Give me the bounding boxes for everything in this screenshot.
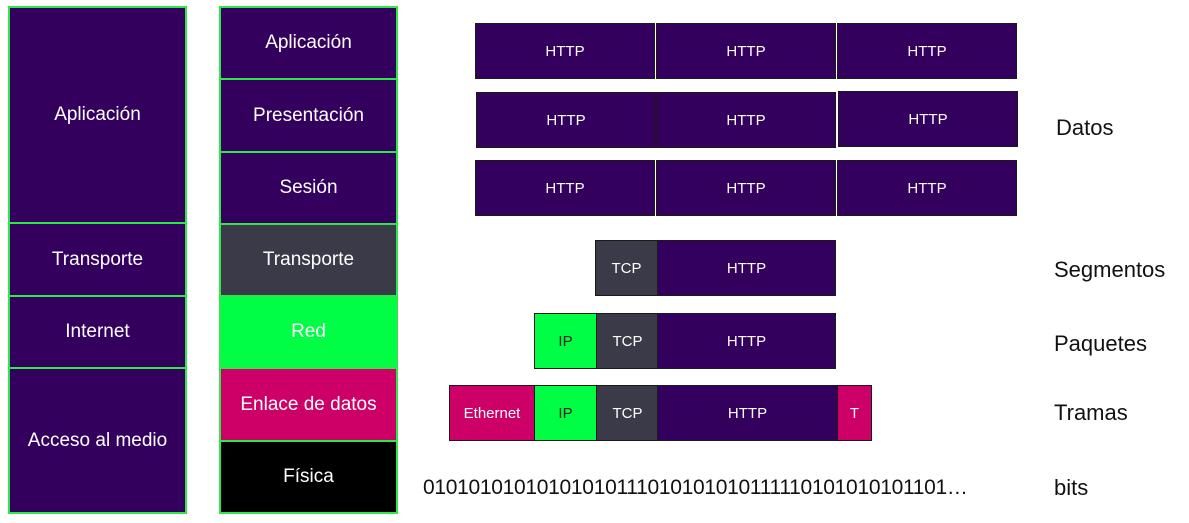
bit-stream: 0101010101010101011101010101011111010101… <box>423 476 968 499</box>
http-cell: HTTP <box>838 91 1018 147</box>
pdu-name-packets: Paquetes <box>1054 331 1147 356</box>
http-cell: HTTP <box>656 92 836 148</box>
osi-layer-presentation-label: Presentación <box>253 104 364 126</box>
osi-layer-physical: Física <box>219 440 398 514</box>
osi-layer-session-label: Sesión <box>279 177 338 198</box>
osi-layer-application-label: Aplicación <box>265 32 352 53</box>
tcpip-layer-internet: Internet <box>8 295 187 369</box>
http-cell: HTTP <box>657 385 838 441</box>
tcp-header-cell: TCP <box>596 313 659 369</box>
http-cell: HTTP <box>657 313 836 369</box>
ethernet-trailer-cell: T <box>837 385 872 441</box>
osi-layer-transport: Transporte <box>219 223 398 297</box>
osi-layer-datalink-label: Enlace de datos <box>240 393 377 415</box>
osi-layer-physical-label: Física <box>283 466 334 487</box>
pdu-name-frames: Tramas <box>1054 400 1128 425</box>
ip-header-cell: IP <box>534 313 597 369</box>
http-cell: HTTP <box>476 92 656 148</box>
osi-layer-network-label: Red <box>291 321 326 342</box>
ethernet-header-cell: Ethernet <box>449 385 535 441</box>
tcpip-layer-access-label: Acceso al medio <box>27 429 168 451</box>
tcpip-layer-transport: Transporte <box>8 222 187 297</box>
pdu-name-segments: Segmentos <box>1054 257 1166 282</box>
pdu-name-bits: bits <box>1054 475 1089 500</box>
http-cell: HTTP <box>656 23 836 79</box>
http-cell: HTTP <box>475 23 655 79</box>
tcpip-layer-internet-label: Internet <box>65 321 130 342</box>
tcpip-layer-transport-label: Transporte <box>51 248 144 270</box>
osi-layer-datalink: Enlace de datos <box>219 367 398 442</box>
pdu-name-data: Datos <box>1056 115 1114 140</box>
osi-layer-presentation: Presentación <box>219 78 398 153</box>
osi-layer-network: Red <box>219 295 398 369</box>
tcpip-layer-application: Aplicación <box>8 6 187 224</box>
tcpip-layer-application-label: Aplicación <box>54 104 141 125</box>
tcpip-layer-access: Acceso al medio <box>8 367 187 514</box>
http-cell: HTTP <box>657 240 836 296</box>
osi-layer-session: Sesión <box>219 151 398 225</box>
osi-layer-transport-label: Transporte <box>262 249 355 270</box>
http-cell: HTTP <box>656 160 836 216</box>
tcp-header-cell: TCP <box>596 385 659 441</box>
tcp-header-cell: TCP <box>595 240 658 296</box>
http-cell: HTTP <box>837 23 1017 79</box>
ip-header-cell: IP <box>534 385 597 441</box>
http-cell: HTTP <box>837 160 1017 216</box>
osi-layer-application: Aplicación <box>219 6 398 80</box>
http-cell: HTTP <box>475 160 655 216</box>
